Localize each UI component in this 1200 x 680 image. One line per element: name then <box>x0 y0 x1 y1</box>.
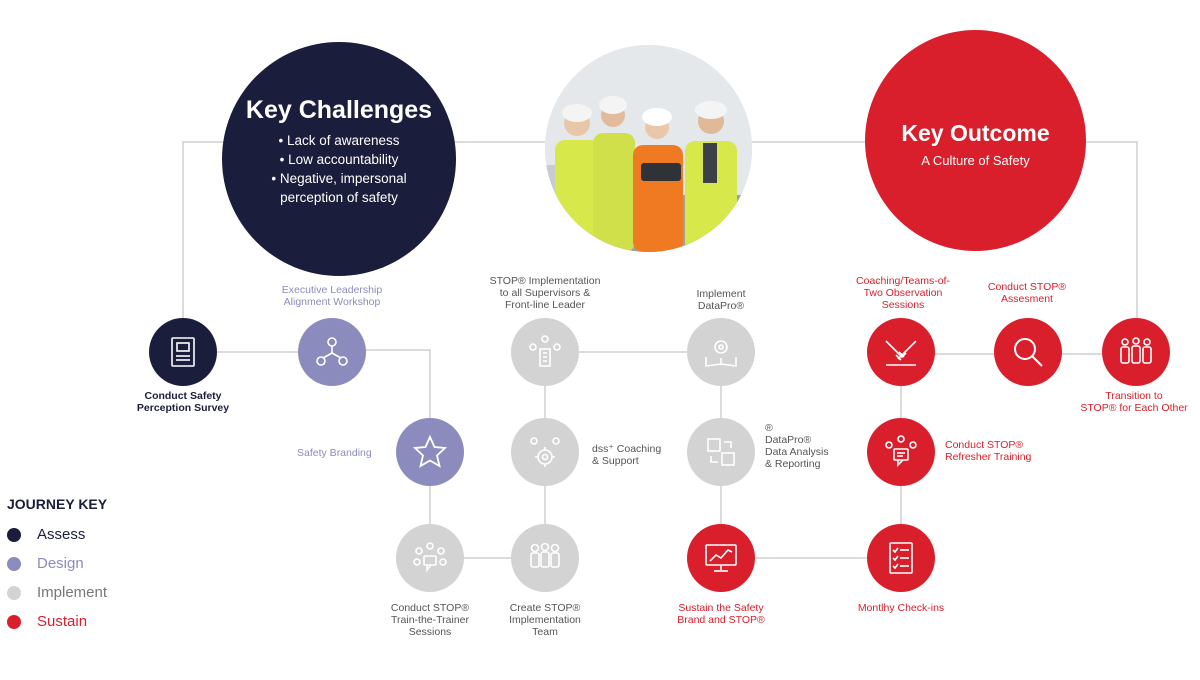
book-gear-icon <box>705 340 737 367</box>
star-icon <box>412 434 448 468</box>
transition-node[interactable] <box>1102 318 1170 386</box>
handshake-icon <box>885 340 917 366</box>
coaching-gear-icon <box>530 437 560 467</box>
journey-key-title: JOURNEY KEY <box>7 496 108 512</box>
workers-illustration <box>545 45 752 252</box>
exec-workshop-label: Executive Leadership Alignment Workshop <box>281 284 383 308</box>
data-analysis-node[interactable] <box>687 418 755 486</box>
train-trainer-label: Conduct STOP® Train-the-Trainer Sessions <box>390 602 470 638</box>
key-outcome-title: Key Outcome <box>901 120 1050 146</box>
refresher-label: Conduct STOP® Refresher Training <box>945 439 1032 463</box>
observation-node[interactable] <box>867 318 935 386</box>
transition-label: Transition to STOP® for Each Other <box>1080 390 1188 414</box>
design-dot-icon <box>7 556 21 571</box>
impl-datapro-node[interactable] <box>687 318 755 386</box>
data-squares-icon <box>707 438 735 466</box>
key-outcome-circle: Key Outcome A Culture of Safety <box>865 30 1086 251</box>
survey-label: Conduct Safety Perception Survey <box>136 390 230 414</box>
sustain-brand-label: Sustain the Safety Brand and STOP® <box>677 602 765 626</box>
checklist-icon <box>889 542 913 574</box>
coaching-label: dss⁺ Coaching & Support <box>592 443 662 467</box>
team-people-icon <box>530 542 560 568</box>
presentation-group-icon <box>885 435 917 467</box>
people-group-icon <box>1120 337 1152 364</box>
magnifier-icon <box>1014 338 1043 367</box>
implement-dot-icon <box>7 585 21 600</box>
exec-workshop-node[interactable] <box>298 318 366 386</box>
journey-key-label: Implement <box>37 584 108 601</box>
checkins-node[interactable] <box>867 524 935 592</box>
assess-dot-icon <box>7 527 21 542</box>
train-trainer-node[interactable] <box>396 524 464 592</box>
journey-key-item: Sustain <box>7 607 107 636</box>
journey-key-item: Assess <box>7 520 107 549</box>
assessment-label: Conduct STOP® Assesment <box>987 281 1067 305</box>
challenge-item: • Lack of awareness <box>278 133 400 148</box>
survey-node[interactable] <box>149 318 217 386</box>
key-challenges-list: • Lack of awareness • Low accountability… <box>222 131 456 207</box>
team-network-icon <box>316 337 348 366</box>
impl-supervisors-label: STOP® Implementation to all Supervisors … <box>489 275 601 311</box>
journey-key-label: Design <box>37 555 84 572</box>
key-challenges-title: Key Challenges <box>245 96 433 124</box>
impl-datapro-label: Implement DataPro® <box>696 288 746 312</box>
journey-key: JOURNEY KEY Assess Design Implement Sust… <box>7 496 107 636</box>
impl-team-label: Create STOP® Implementation Team <box>509 602 581 638</box>
monitor-chart-icon <box>705 544 737 572</box>
sustain-dot-icon <box>7 614 21 629</box>
challenge-item: perception of safety <box>280 190 398 205</box>
org-building-icon <box>529 335 561 367</box>
journey-key-label: Assess <box>37 526 86 543</box>
workers-photo <box>545 45 752 252</box>
challenge-item: • Negative, impersonal <box>271 171 407 186</box>
journey-key-label: Sustain <box>37 613 88 630</box>
journey-key-item: Design <box>7 549 107 578</box>
data-analysis-label: ® DataPro® Data Analysis & Reporting <box>765 422 829 470</box>
challenge-item: • Low accountability <box>279 152 399 167</box>
clipboard-form-icon <box>171 337 195 367</box>
branding-node[interactable] <box>396 418 464 486</box>
refresher-node[interactable] <box>867 418 935 486</box>
impl-team-node[interactable] <box>511 524 579 592</box>
checkins-label: Montlhy Check-ins <box>857 602 945 614</box>
branding-label: Safety Branding <box>297 447 372 459</box>
key-challenges-circle: Key Challenges • Lack of awareness • Low… <box>222 42 456 276</box>
assessment-node[interactable] <box>994 318 1062 386</box>
coaching-node[interactable] <box>511 418 579 486</box>
group-discussion-icon <box>413 542 447 573</box>
observation-label: Coaching/Teams-of- Two Observation Sessi… <box>856 275 950 311</box>
sustain-brand-node[interactable] <box>687 524 755 592</box>
journey-key-item: Implement <box>7 578 107 607</box>
impl-supervisors-node[interactable] <box>511 318 579 386</box>
key-outcome-subtitle: A Culture of Safety <box>921 153 1030 168</box>
